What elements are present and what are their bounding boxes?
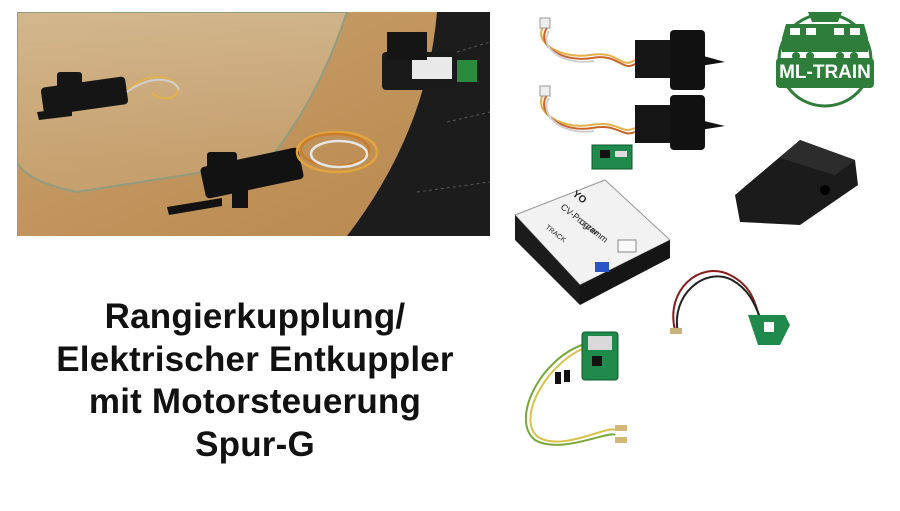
black-housing: [735, 140, 858, 225]
photo-illustration: [17, 12, 490, 236]
logo-text: ML-TRAIN: [776, 58, 874, 88]
title-line-1: Rangierkupplung/: [104, 297, 406, 336]
page-title: Rangierkupplung/ Elektrischer Entkuppler…: [0, 296, 510, 467]
decoder-board-green-wires: [524, 331, 627, 446]
title-line-2: Elektrischer Entkuppler: [56, 339, 454, 379]
decoder-box: CV-Programm TRACK 12-24V YO: [514, 179, 671, 305]
controller-in-photo: [382, 32, 477, 90]
title-line-3: mit Motorsteuerung: [88, 382, 422, 422]
coupler-with-wires-bottom: [539, 85, 725, 150]
logo-icon: [777, 12, 873, 108]
product-photo: [17, 12, 490, 236]
coupler-with-wires-top: [539, 17, 725, 90]
ml-train-logo: [768, 4, 882, 108]
sensor-board: [670, 270, 790, 345]
coupler-left: [37, 72, 129, 120]
coupler-center: [167, 147, 304, 215]
title-line-4: Spur-G: [195, 425, 315, 465]
product-collage: CV-Programm TRACK 12-24V YO: [500, 0, 900, 506]
small-pcb: [591, 144, 633, 170]
collage-illustration: CV-Programm TRACK 12-24V YO: [514, 17, 858, 446]
